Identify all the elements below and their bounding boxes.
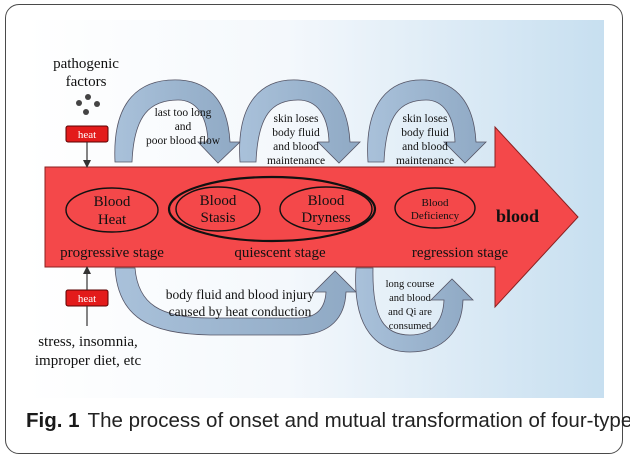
transition-deficiency-cycle-4: consumed	[389, 321, 432, 332]
transition-heat-to-stasis-2: and	[175, 121, 192, 133]
node-blood-stasis-line1: Blood	[200, 193, 237, 209]
internal-factors-label-line2: improper diet, etc	[35, 353, 142, 369]
heat-tag-bottom-label: heat	[78, 293, 96, 305]
pathogen-dots	[76, 94, 100, 115]
figure-caption-text: The process of onset and mutual transfor…	[87, 409, 630, 432]
internal-factors-label: stress, insomnia,	[38, 334, 138, 350]
stage-regression: regression stage	[412, 245, 509, 261]
transition-dryness-to-deficiency-1: skin loses	[402, 113, 448, 125]
transition-dryness-to-deficiency-4: maintenance	[396, 155, 454, 167]
curved-arrow-dryness-to-deficiency	[367, 79, 487, 164]
bottom-inflow-arrowhead	[83, 266, 91, 274]
figure-caption: Fig. 1 The process of onset and mutual tr…	[26, 409, 630, 433]
heat-tag-top-label: heat	[78, 129, 96, 141]
transition-deficiency-cycle-3: and Qi are	[388, 307, 432, 318]
curved-arrow-deficiency-cycle	[355, 267, 474, 353]
pathogenic-factors-label-line2: factors	[66, 74, 107, 90]
node-blood-deficiency	[394, 187, 476, 229]
transition-heat-to-dryness-2: caused by heat conduction	[169, 304, 312, 319]
node-blood-heat-line1: Blood	[94, 194, 131, 210]
main-arrow	[44, 125, 579, 309]
transition-stasis-to-dryness-1: skin loses	[273, 113, 319, 125]
figure-label: Fig. 1	[26, 409, 80, 432]
transition-stasis-to-dryness-4: maintenance	[267, 155, 325, 167]
stage-progressive: progressive stage	[60, 245, 164, 261]
curved-arrow-heat-to-stasis	[114, 79, 241, 164]
stage-quiescent: quiescent stage	[234, 245, 326, 261]
node-blood-deficiency-line2: Deficiency	[411, 210, 460, 222]
diagram: pathogenic factors heat heat stress, ins…	[26, 20, 604, 398]
top-inflow-arrowhead	[83, 160, 91, 168]
node-blood-dryness-line1: Blood	[308, 193, 345, 209]
transition-dryness-to-deficiency-3: and blood	[402, 141, 448, 153]
transition-dryness-to-deficiency-2: body fluid	[401, 127, 449, 139]
node-blood-heat	[65, 187, 159, 233]
transition-stasis-to-dryness-3: and blood	[273, 141, 319, 153]
group-stasis-dryness	[167, 175, 377, 243]
curved-arrow-stasis-to-dryness	[239, 79, 361, 164]
pathogenic-factors-label: pathogenic	[53, 56, 119, 72]
node-blood-stasis	[175, 186, 261, 232]
transition-heat-to-stasis-3: poor blood flow	[146, 135, 221, 147]
transition-deficiency-cycle-2: and blood	[389, 293, 431, 304]
transition-deficiency-cycle-1: long course	[386, 279, 435, 290]
blood-label: blood	[496, 206, 539, 226]
node-blood-dryness	[279, 186, 373, 232]
transition-stasis-to-dryness-2: body fluid	[272, 127, 320, 139]
transition-heat-to-dryness-1: body fluid and blood injury	[166, 287, 315, 302]
node-blood-heat-line2: Heat	[98, 212, 127, 228]
node-blood-stasis-line2: Stasis	[200, 210, 235, 226]
node-blood-deficiency-line1: Blood	[422, 197, 449, 209]
node-blood-dryness-line2: Dryness	[301, 210, 350, 226]
transition-heat-to-stasis-1: last too long	[155, 107, 212, 119]
